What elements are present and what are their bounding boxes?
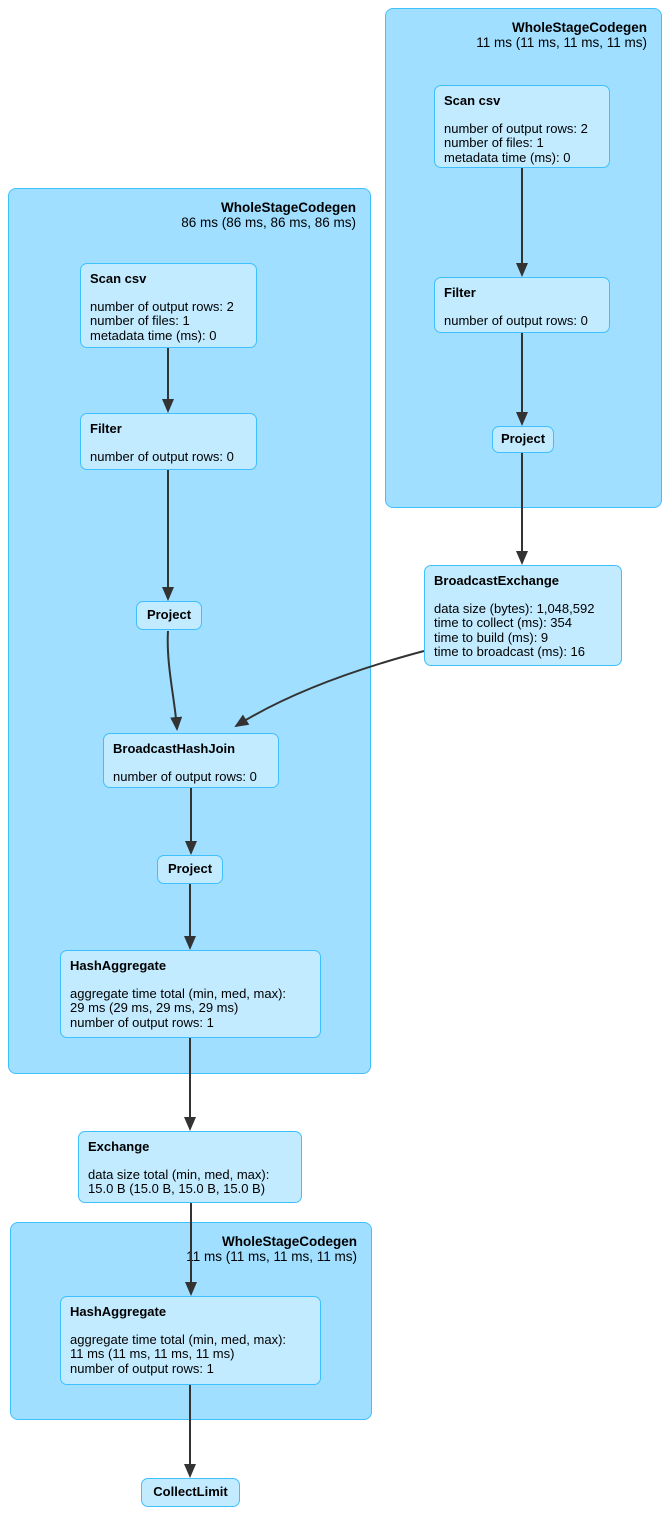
node-title: BroadcastHashJoin <box>113 741 236 756</box>
node-broadcast-hash-join[interactable]: BroadcastHashJoin number of output rows:… <box>103 733 279 788</box>
node-metrics: aggregate time total (min, med, max): 29… <box>70 985 311 1031</box>
node-collect-limit[interactable]: CollectLimit <box>141 1478 240 1507</box>
node-title: CollectLimit <box>153 1484 228 1500</box>
node-scan-csv-left[interactable]: Scan csv number of output rows: 2 number… <box>80 263 257 348</box>
cluster-timing: 86 ms (86 ms, 86 ms, 86 ms) <box>181 215 356 231</box>
metric-line: number of output rows: 0 <box>113 768 257 784</box>
metric-line: data size total (min, med, max): <box>88 1166 270 1182</box>
cluster-timing: 11 ms (11 ms, 11 ms, 11 ms) <box>186 1249 357 1265</box>
cluster-timing: 11 ms (11 ms, 11 ms, 11 ms) <box>476 35 647 51</box>
metric-line: number of files: 1 <box>444 135 544 151</box>
cluster-title: WholeStageCodegen <box>511 20 647 35</box>
node-title: BroadcastExchange <box>434 573 559 588</box>
node-metrics: number of output rows: 0 <box>113 768 269 785</box>
metric-line: number of output rows: 1 <box>70 1014 214 1030</box>
node-hash-aggregate-upper[interactable]: HashAggregate aggregate time total (min,… <box>60 950 321 1038</box>
metric-line: 29 ms (29 ms, 29 ms, 29 ms) <box>70 1000 239 1016</box>
node-filter-left[interactable]: Filter number of output rows: 0 <box>80 413 257 470</box>
metric-line: aggregate time total (min, med, max): <box>70 985 287 1001</box>
node-title: Filter <box>90 421 122 436</box>
metric-line: data size (bytes): 1,048,592 <box>434 600 595 616</box>
metric-line: number of output rows: 1 <box>70 1360 214 1376</box>
cluster-title: WholeStageCodegen <box>221 1234 357 1249</box>
node-title: HashAggregate <box>70 1304 167 1319</box>
metric-line: 15.0 B (15.0 B, 15.0 B, 15.0 B) <box>88 1181 266 1197</box>
node-broadcast-exchange[interactable]: BroadcastExchange data size (bytes): 1,0… <box>424 565 622 666</box>
node-metrics: number of output rows: 0 <box>90 448 247 465</box>
node-metrics: number of output rows: 2 number of files… <box>444 120 600 166</box>
node-project-mid[interactable]: Project <box>157 855 223 884</box>
node-metrics: number of output rows: 2 number of files… <box>90 298 247 344</box>
node-title: Exchange <box>88 1139 150 1154</box>
metric-line: aggregate time total (min, med, max): <box>70 1331 287 1347</box>
metric-line: metadata time (ms): 0 <box>90 327 217 343</box>
metric-line: time to collect (ms): 354 <box>434 615 572 631</box>
metric-line: number of output rows: 0 <box>90 448 234 464</box>
cluster-label: WholeStageCodegen 11 ms (11 ms, 11 ms, 1… <box>476 20 647 51</box>
node-metrics: aggregate time total (min, med, max): 11… <box>70 1331 311 1377</box>
edge-broadcastexchange-to-broadcasthashjoin <box>234 650 425 728</box>
node-filter-right[interactable]: Filter number of output rows: 0 <box>434 277 610 333</box>
node-title: Project <box>146 607 192 623</box>
node-title: Project <box>167 861 213 877</box>
node-project-right[interactable]: Project <box>492 426 554 453</box>
cluster-label: WholeStageCodegen 11 ms (11 ms, 11 ms, 1… <box>186 1234 357 1265</box>
node-metrics: number of output rows: 0 <box>444 312 600 329</box>
edge-project-left-to-broadcasthashjoin <box>166 630 183 731</box>
metric-line: time to build (ms): 9 <box>434 629 549 645</box>
metric-line: number of output rows: 0 <box>444 312 588 328</box>
metric-line: metadata time (ms): 0 <box>444 149 571 165</box>
node-title: Scan csv <box>90 271 147 286</box>
metric-line: number of output rows: 2 <box>90 298 234 314</box>
cluster-label: WholeStageCodegen 86 ms (86 ms, 86 ms, 8… <box>181 200 356 231</box>
node-exchange[interactable]: Exchange data size total (min, med, max)… <box>78 1131 302 1203</box>
metric-line: 11 ms (11 ms, 11 ms, 11 ms) <box>70 1346 235 1362</box>
cluster-title: WholeStageCodegen <box>220 200 356 215</box>
metric-line: number of files: 1 <box>90 313 190 329</box>
node-metrics: data size total (min, med, max): 15.0 B … <box>88 1166 292 1197</box>
node-title: HashAggregate <box>70 958 167 973</box>
node-scan-csv-right[interactable]: Scan csv number of output rows: 2 number… <box>434 85 610 168</box>
node-project-left[interactable]: Project <box>136 601 202 630</box>
metric-line: number of output rows: 2 <box>444 120 588 136</box>
node-hash-aggregate-lower[interactable]: HashAggregate aggregate time total (min,… <box>60 1296 321 1385</box>
node-metrics: data size (bytes): 1,048,592 time to col… <box>434 600 612 660</box>
node-title: Project <box>500 431 546 447</box>
node-title: Scan csv <box>444 93 501 108</box>
metric-line: time to broadcast (ms): 16 <box>434 644 585 660</box>
node-title: Filter <box>444 285 476 300</box>
